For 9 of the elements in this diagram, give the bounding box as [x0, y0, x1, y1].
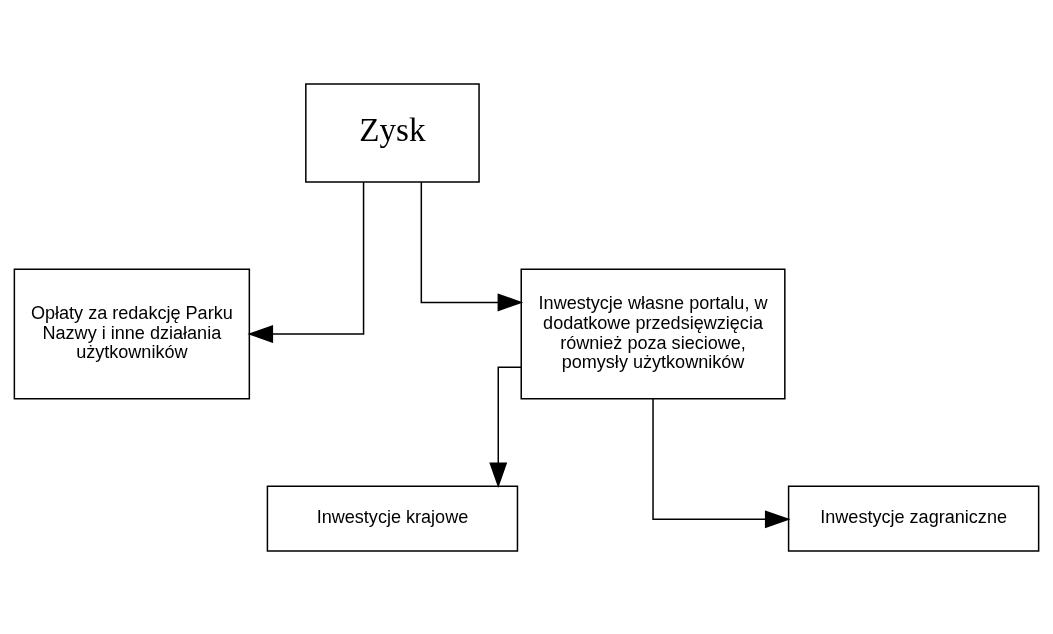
node-box: Opłaty za redakcję Parku Nazwy i inne działania użytkowników	[13, 268, 251, 400]
arrow	[247, 180, 365, 343]
arrow	[652, 397, 791, 528]
node-box: Inwestycje krajowe	[266, 484, 519, 552]
node-box: Zysk	[305, 82, 480, 183]
node-box: Inwestycje własne portalu, w dodatkowe przedsięwzięcia również poza sieciowe, pomysły użytkowników	[520, 268, 786, 400]
arrow	[420, 180, 524, 311]
arrow	[489, 365, 522, 488]
node-box: Inwestycje zagraniczne	[787, 484, 1040, 552]
